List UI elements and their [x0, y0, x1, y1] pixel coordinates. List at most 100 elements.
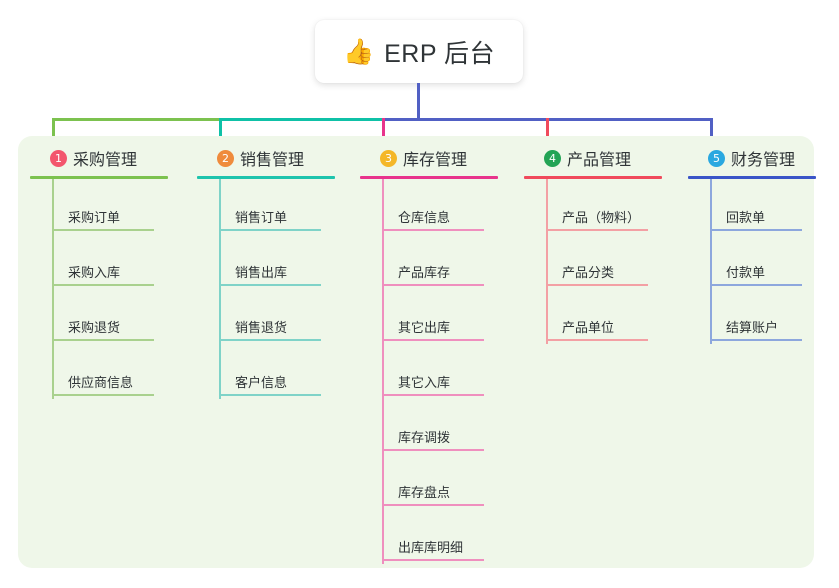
leaf-underline [382, 284, 484, 286]
branch-header-5[interactable]: 5 财务管理 [688, 146, 838, 170]
branch-underline [524, 176, 662, 179]
leaf-label: 采购退货 [68, 320, 121, 335]
leaf-underline [52, 284, 154, 286]
branch-underline [688, 176, 816, 179]
branch-drop-5 [710, 118, 713, 145]
branch-column-2: 2 销售管理销售订单销售出库销售退货客户信息 [197, 146, 357, 399]
leaf-label: 产品分类 [562, 265, 615, 280]
branch-title: 财务管理 [731, 152, 796, 169]
leaf-item[interactable]: 产品分类 [524, 234, 684, 289]
leaf-label: 产品（物料） [562, 210, 641, 225]
leaf-list: 采购订单采购入库采购退货供应商信息 [30, 179, 190, 399]
leaf-list: 仓库信息产品库存其它出库其它入库库存调拨库存盘点出库库明细 [360, 179, 520, 564]
branch-spine [52, 179, 54, 399]
leaf-list: 产品（物料） 产品分类产品单位 [524, 179, 684, 344]
branch-title: 库存管理 [403, 152, 468, 169]
leaf-label: 采购订单 [68, 210, 121, 225]
leaf-label: 出库库明细 [398, 540, 464, 555]
leaf-item[interactable]: 回款单 [688, 179, 838, 234]
trunk-segment-1 [52, 118, 219, 121]
leaf-label: 销售出库 [235, 265, 288, 280]
leaf-item[interactable]: 采购退货 [30, 289, 190, 344]
leaf-underline [382, 559, 484, 561]
leaf-underline [546, 339, 648, 341]
trunk-segment-3 [382, 118, 546, 121]
leaf-label: 结算账户 [726, 320, 779, 335]
leaf-item[interactable]: 采购入库 [30, 234, 190, 289]
branch-column-5: 5 财务管理回款单付款单结算账户 [688, 146, 838, 344]
leaf-label: 付款单 [726, 265, 766, 280]
root-stem [417, 83, 420, 119]
branch-number-badge: 5 [708, 149, 725, 167]
leaf-label: 其它出库 [398, 320, 451, 335]
leaf-item[interactable]: 销售出库 [197, 234, 357, 289]
leaf-item[interactable]: 供应商信息 [30, 344, 190, 399]
branch-number-badge: 2 [217, 149, 234, 167]
leaf-underline [219, 284, 321, 286]
root-node[interactable]: 👍 ERP 后台 [315, 20, 523, 83]
leaf-label: 回款单 [726, 210, 766, 225]
branch-underline [30, 176, 168, 179]
leaf-item[interactable]: 付款单 [688, 234, 838, 289]
branch-underline [360, 176, 498, 179]
leaf-label: 客户信息 [235, 375, 288, 390]
leaf-item[interactable]: 结算账户 [688, 289, 838, 344]
branch-spine [710, 179, 712, 344]
leaf-item[interactable]: 其它出库 [360, 289, 520, 344]
branch-underline [197, 176, 335, 179]
branches-panel [18, 136, 814, 568]
branch-spine [219, 179, 221, 399]
branch-number-badge: 4 [544, 149, 561, 167]
leaf-underline [710, 229, 802, 231]
branch-title: 采购管理 [73, 152, 138, 169]
leaf-item[interactable]: 产品（物料） [524, 179, 684, 234]
leaf-item[interactable]: 客户信息 [197, 344, 357, 399]
leaf-label: 产品库存 [398, 265, 451, 280]
leaf-item[interactable]: 产品库存 [360, 234, 520, 289]
leaf-underline [710, 284, 802, 286]
branch-header-4[interactable]: 4 产品管理 [524, 146, 684, 170]
leaf-list: 销售订单销售出库销售退货客户信息 [197, 179, 357, 399]
leaf-label: 仓库信息 [398, 210, 451, 225]
leaf-underline [382, 449, 484, 451]
leaf-item[interactable]: 销售退货 [197, 289, 357, 344]
branch-title: 销售管理 [240, 152, 305, 169]
branch-column-4: 4 产品管理产品（物料） 产品分类产品单位 [524, 146, 684, 344]
leaf-label: 采购入库 [68, 265, 121, 280]
leaf-label: 库存调拨 [398, 430, 451, 445]
leaf-underline [219, 339, 321, 341]
trunk-segment-2 [219, 118, 382, 121]
leaf-underline [546, 284, 648, 286]
leaf-underline [382, 504, 484, 506]
leaf-label: 其它入库 [398, 375, 451, 390]
branch-drop-4 [546, 118, 549, 145]
leaf-label: 销售订单 [235, 210, 288, 225]
leaf-item[interactable]: 仓库信息 [360, 179, 520, 234]
branch-spine [546, 179, 548, 344]
leaf-underline [52, 394, 154, 396]
trunk-segment-4 [546, 118, 713, 121]
leaf-underline [382, 339, 484, 341]
leaf-underline [382, 229, 484, 231]
leaf-list: 回款单付款单结算账户 [688, 179, 838, 344]
leaf-item[interactable]: 库存盘点 [360, 454, 520, 509]
leaf-item[interactable]: 产品单位 [524, 289, 684, 344]
leaf-item[interactable]: 库存调拨 [360, 399, 520, 454]
branch-drop-1 [52, 118, 55, 145]
thumbs-up-icon: 👍 [342, 37, 375, 66]
leaf-label: 供应商信息 [68, 375, 134, 390]
branch-drop-3 [382, 118, 385, 145]
leaf-label: 销售退货 [235, 320, 288, 335]
branch-title: 产品管理 [567, 152, 632, 169]
leaf-item[interactable]: 采购订单 [30, 179, 190, 234]
leaf-item[interactable]: 出库库明细 [360, 509, 520, 564]
leaf-item[interactable]: 销售订单 [197, 179, 357, 234]
branch-header-2[interactable]: 2 销售管理 [197, 146, 357, 170]
leaf-item[interactable]: 其它入库 [360, 344, 520, 399]
root-title: ERP 后台 [384, 39, 496, 68]
